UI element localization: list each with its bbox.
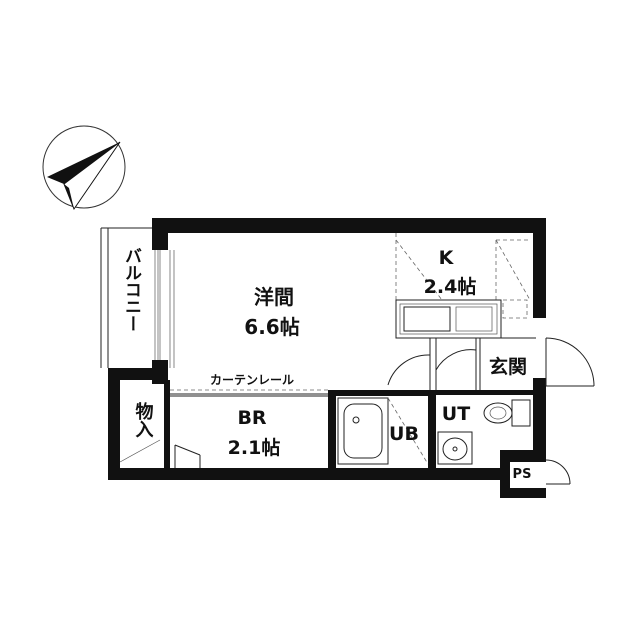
compass-north-arrow-icon [42,125,126,211]
storage-label: 物入 [133,401,154,438]
kitchen-counter [395,233,531,339]
pipe-space-label: PS [513,467,532,482]
washbasin-icon [437,431,473,465]
exterior-walls [108,218,546,498]
bedroom-name: BR [237,407,266,429]
unit-bath-label: UB [389,423,419,445]
doors [119,337,595,485]
western-room-name: 洋間 [254,285,294,309]
curtain-rail-label: カーテンレール [210,373,294,387]
entrance-label: 玄関 [489,355,527,378]
toilet-icon [483,399,531,427]
western-room-size: 6.6帖 [244,315,299,339]
bedroom-size: 2.1帖 [228,436,281,459]
bathtub-icon [337,397,429,465]
sink-icon [403,306,493,332]
kitchen-name: K [439,247,455,269]
balcony [100,227,175,368]
kitchen-size: 2.4帖 [424,275,477,298]
interior-walls [164,337,536,470]
utility-label: UT [442,403,470,425]
balcony-label: バルコニー [121,247,142,332]
